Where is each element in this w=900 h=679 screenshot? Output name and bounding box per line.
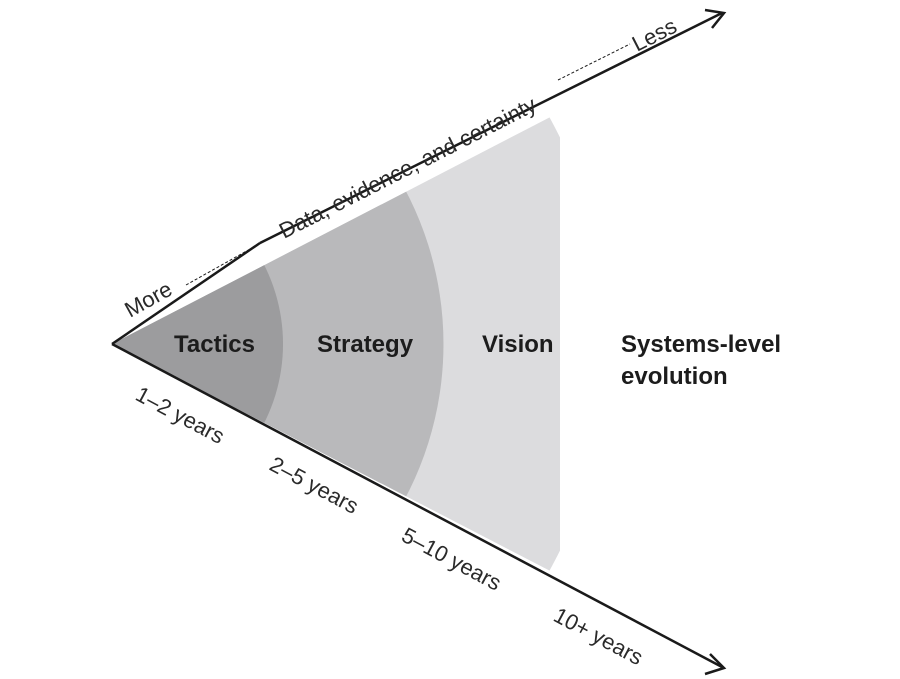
zone-label-strategy: Strategy [317,331,414,358]
top-axis-line [259,11,723,245]
zone-label-vision: Vision [482,331,554,358]
top-axis-dash-left [185,238,269,286]
top-axis-line [111,241,261,346]
top-axis-dash-right [557,43,631,81]
zone-label-tactics: Tactics [174,331,255,358]
zone-label-systems-line2: evolution [621,363,728,390]
zone-tactics [112,246,284,442]
bottom-axis [111,342,727,676]
zone-label-systems-line1: Systems-level [621,331,781,358]
bottom-axis-line [111,342,723,669]
top-arrow-head-icon [704,8,727,29]
top-axis-end-label: Less [628,13,681,56]
time-label-10-plus-years: 10+ years [550,602,648,670]
top-axis [111,8,727,346]
zones-group [112,112,560,576]
bottom-arrow-head-icon [704,653,727,676]
